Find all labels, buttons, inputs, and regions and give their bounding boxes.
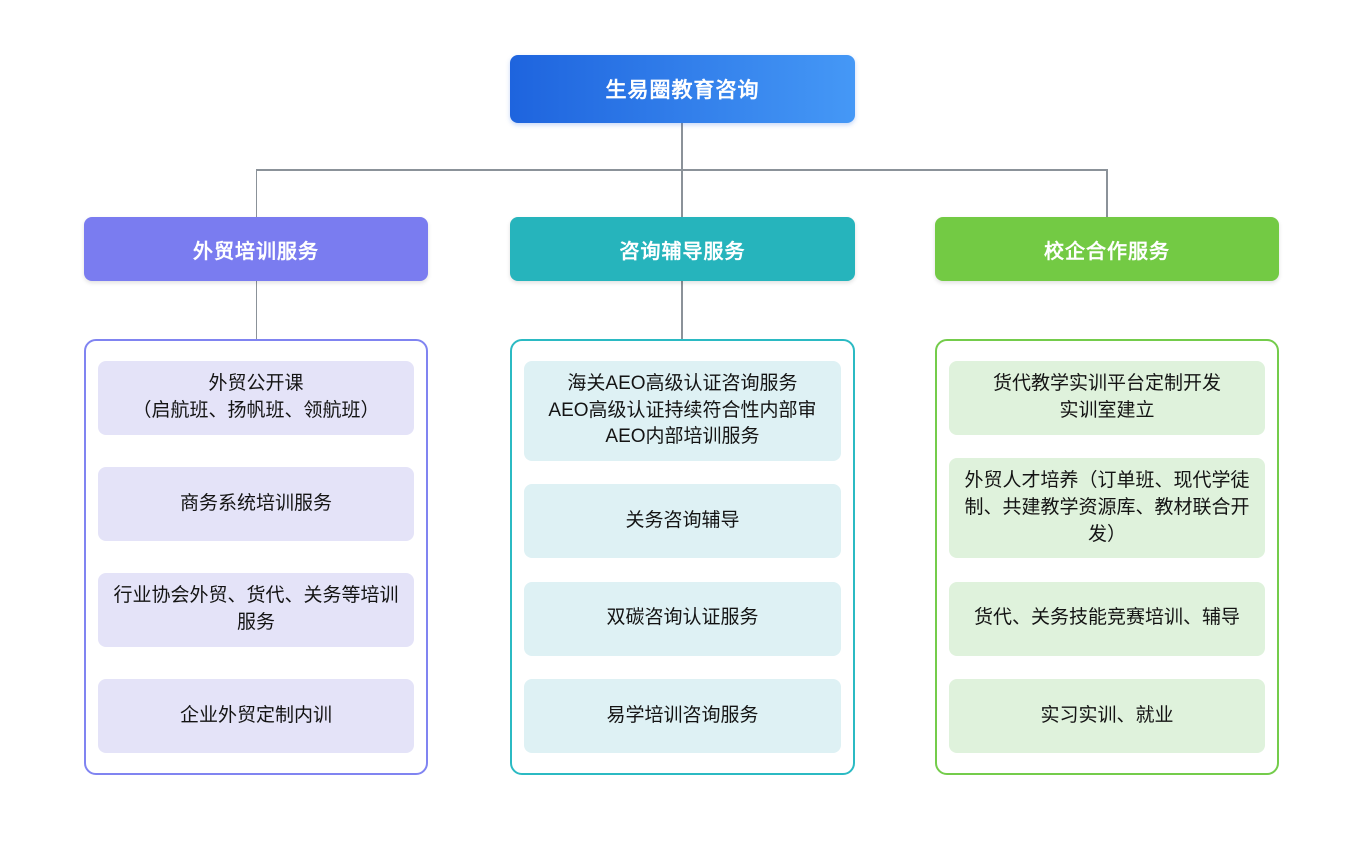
branch-foreign-trade-training: 外贸培训服务 外贸公开课 （启航班、扬帆班、领航班） 商务系统培训服务 行业协会… bbox=[84, 217, 428, 775]
service-item[interactable]: 易学培训咨询服务 bbox=[524, 679, 841, 753]
branch-container-school-enterprise-cooperation: 货代教学实训平台定制开发 实训室建立 外贸人才培养（订单班、现代学徒制、共建教学… bbox=[935, 339, 1279, 775]
connector-right-upper bbox=[1106, 169, 1108, 217]
service-item[interactable]: 双碳咨询认证服务 bbox=[524, 581, 841, 656]
service-item[interactable]: 关务咨询辅导 bbox=[524, 484, 841, 559]
branch-header-school-enterprise-cooperation[interactable]: 校企合作服务 bbox=[935, 217, 1279, 281]
root-node[interactable]: 生易圈教育咨询 bbox=[510, 55, 855, 123]
branch-container-foreign-trade-training: 外贸公开课 （启航班、扬帆班、领航班） 商务系统培训服务 行业协会外贸、货代、关… bbox=[84, 339, 428, 775]
branch-header-consulting-coaching[interactable]: 咨询辅导服务 bbox=[510, 217, 855, 281]
connector-left-upper bbox=[255, 169, 257, 217]
service-item[interactable]: 货代教学实训平台定制开发 实训室建立 bbox=[949, 361, 1265, 435]
branch-header-foreign-trade-training[interactable]: 外贸培训服务 bbox=[84, 217, 428, 281]
service-item[interactable]: 企业外贸定制内训 bbox=[98, 679, 414, 753]
branch-school-enterprise-cooperation: 校企合作服务 货代教学实训平台定制开发 实训室建立 外贸人才培养（订单班、现代学… bbox=[935, 217, 1279, 775]
service-item[interactable]: 行业协会外贸、货代、关务等培训服务 bbox=[98, 573, 414, 647]
connector-middle-upper bbox=[681, 169, 683, 217]
connector-left-lower bbox=[255, 281, 257, 339]
service-item[interactable]: 商务系统培训服务 bbox=[98, 467, 414, 541]
branch-consulting-coaching: 咨询辅导服务 海关AEO高级认证咨询服务 AEO高级认证持续符合性内部审 AEO… bbox=[510, 217, 855, 775]
service-item[interactable]: 实习实训、就业 bbox=[949, 679, 1265, 753]
service-item[interactable]: 外贸人才培养（订单班、现代学徒制、共建教学资源库、教材联合开发） bbox=[949, 458, 1265, 559]
branch-container-consulting-coaching: 海关AEO高级认证咨询服务 AEO高级认证持续符合性内部审 AEO内部培训服务 … bbox=[510, 339, 855, 775]
service-item[interactable]: 海关AEO高级认证咨询服务 AEO高级认证持续符合性内部审 AEO内部培训服务 bbox=[524, 361, 841, 461]
service-item[interactable]: 外贸公开课 （启航班、扬帆班、领航班） bbox=[98, 361, 414, 435]
service-item[interactable]: 货代、关务技能竞赛培训、辅导 bbox=[949, 581, 1265, 656]
connector-middle-lower bbox=[681, 281, 683, 339]
connector-root-down bbox=[681, 123, 683, 169]
